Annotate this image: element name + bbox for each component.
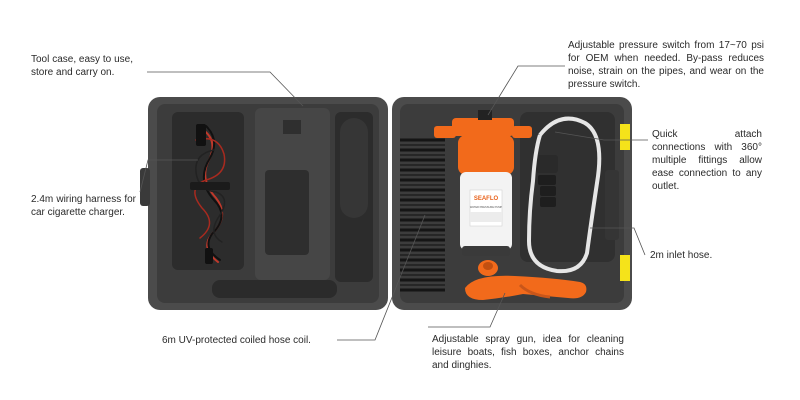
callout-pressure-switch: Adjustable pressure switch from 17~70 ps…	[568, 40, 764, 90]
callout-spray-gun: Adjustable spray gun, idea for cleaning …	[432, 334, 624, 371]
callout-inlet-hose: 2m inlet hose.	[650, 250, 713, 261]
callout-quick-attach: Quick attach connections with 360° multi…	[652, 129, 762, 192]
pump-model-label: WATER PRESSURE PUMP	[470, 205, 503, 209]
callout-tool-case: Tool case, easy to use, store and carry …	[31, 54, 133, 78]
callout-coiled-hose: 6m UV-protected coiled hose coil.	[162, 335, 311, 346]
callout-wiring-harness: 2.4m wiring harness for car cigarette ch…	[31, 194, 136, 218]
pump-brand-label: SEAFLO	[474, 196, 499, 202]
quick-fittings	[536, 155, 558, 207]
inlet-hose	[526, 116, 602, 274]
tool-case-left-half	[140, 97, 388, 310]
water-pump: SEAFLO WATER PRESSURE PUMP	[434, 110, 532, 276]
wiring-harness	[190, 124, 230, 264]
